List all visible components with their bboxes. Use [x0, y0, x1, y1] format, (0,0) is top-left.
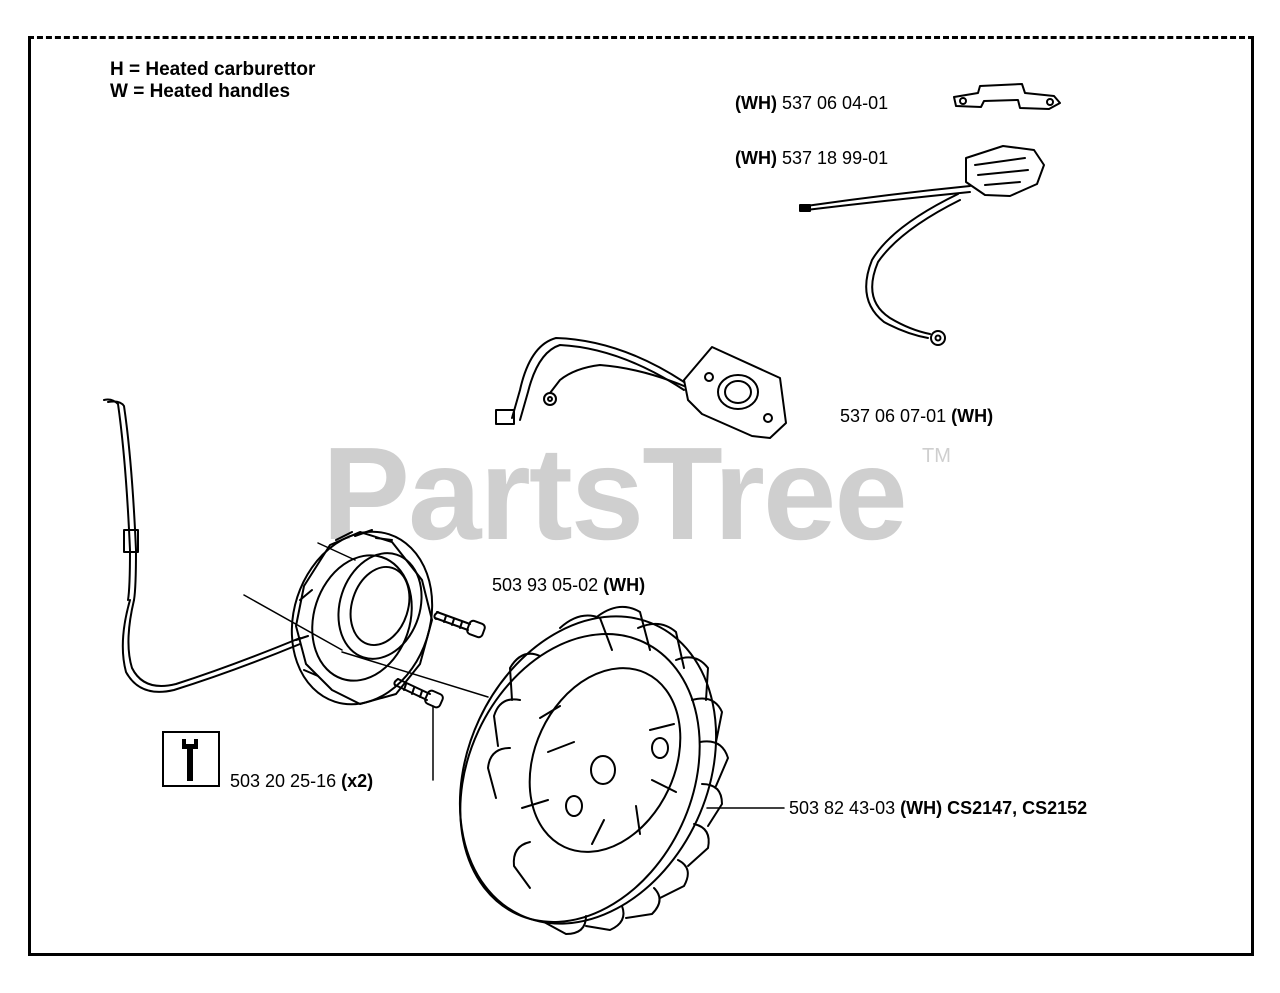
legend-heated-carburettor: H = Heated carburettor [110, 59, 316, 80]
part-suffix: (WH) CS2147, CS2152 [900, 798, 1088, 818]
stator-ring-drawing[interactable] [270, 513, 454, 722]
part-number: 537 06 07-01 [840, 406, 947, 426]
part-number: 503 82 43-03 [789, 798, 896, 818]
part-label-503-20-25-16[interactable]: 503 20 25-16 (x2) [230, 772, 373, 790]
ignition-cable-drawing[interactable] [103, 398, 301, 693]
watermark-brand: PartsTree [322, 420, 908, 567]
part-label-503-82-43-03[interactable]: 503 82 43-03 (WH) CS2147, CS2152 [789, 799, 1087, 817]
wrench-icon [162, 731, 220, 787]
part-suffix: (WH) [603, 575, 646, 595]
sensor-cable-drawing[interactable] [799, 145, 1045, 346]
part-label-503-93-05-02[interactable]: 503 93 05-02 (WH) [492, 576, 645, 594]
part-number: 537 18 99-01 [782, 148, 889, 168]
heater-plate-drawing[interactable] [495, 337, 787, 439]
wrench-icon-glyph [182, 739, 198, 781]
part-prefix: (WH) [735, 148, 777, 168]
diagram-frame [28, 36, 1254, 956]
part-prefix: (WH) [735, 93, 777, 113]
screw-upper-drawing[interactable] [433, 611, 486, 639]
flywheel-drawing[interactable] [412, 574, 765, 965]
part-label-537-18-99-01[interactable]: (WH) 537 18 99-01 [735, 149, 888, 167]
part-suffix: (WH) [951, 406, 994, 426]
legend-heated-handles: W = Heated handles [110, 81, 291, 102]
part-label-537-06-04-01[interactable]: (WH) 537 06 04-01 [735, 94, 888, 112]
part-number: 503 93 05-02 [492, 575, 599, 595]
part-suffix: (x2) [341, 771, 374, 791]
part-number: 537 06 04-01 [782, 93, 889, 113]
bracket-drawing[interactable] [953, 83, 1061, 110]
screw-lower-drawing[interactable] [393, 678, 444, 709]
watermark-trademark: TM [922, 445, 951, 467]
part-number: 503 20 25-16 [230, 771, 337, 791]
part-label-537-06-07-01[interactable]: 537 06 07-01 (WH) [840, 407, 993, 425]
